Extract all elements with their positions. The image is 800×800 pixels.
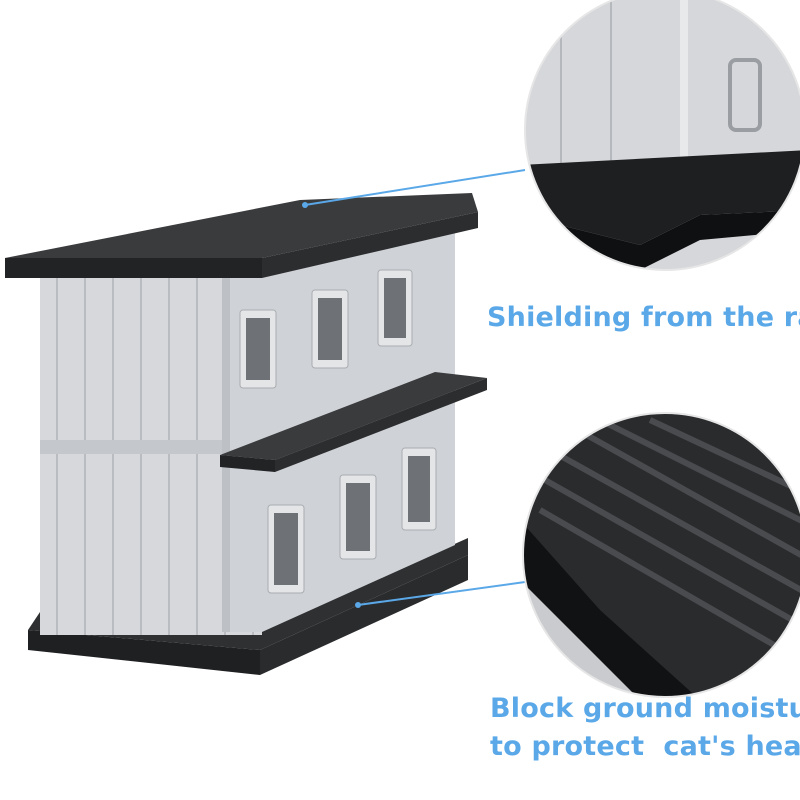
caption-line: to protect cat's health	[490, 731, 800, 762]
closeup-frame	[524, 0, 800, 271]
closeup-frame	[522, 412, 800, 698]
caption-line: Block ground moisture	[490, 693, 800, 724]
caption-ground-moisture: Block ground moisture to protect cat's h…	[490, 690, 800, 766]
caption-rain-shield: Shielding from the rain	[487, 302, 800, 333]
closeup-base-slats	[523, 413, 800, 697]
roof	[5, 193, 478, 278]
closeup-roof-edge	[525, 0, 800, 270]
cat-doors	[239, 269, 437, 594]
middle-shelf	[220, 372, 487, 472]
leader-lines	[302, 169, 526, 608]
